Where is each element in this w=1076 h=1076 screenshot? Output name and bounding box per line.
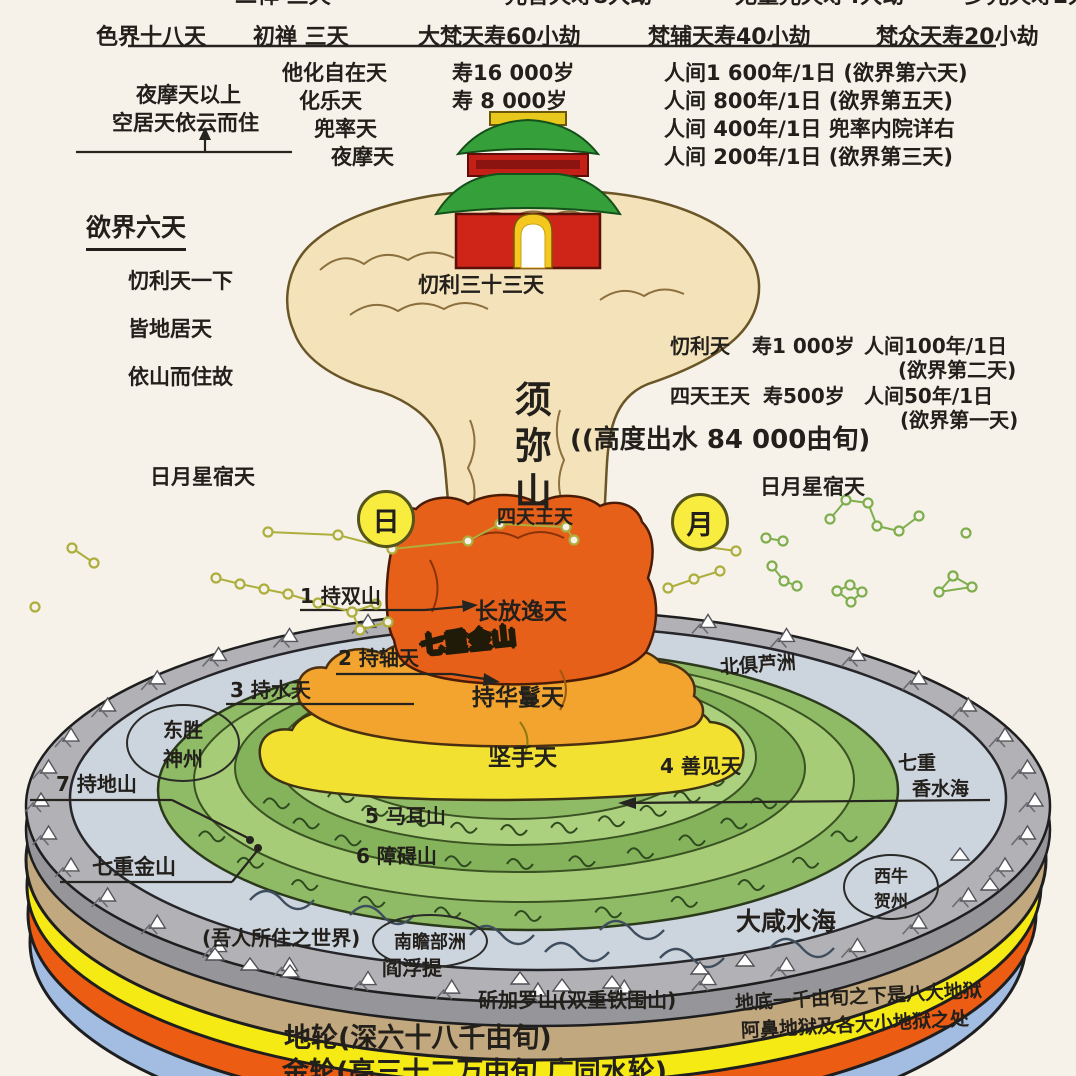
west-continent-line: 西牛 — [874, 867, 908, 887]
summit-temple — [434, 111, 622, 270]
heaven-name: 夜摩天 — [331, 145, 394, 169]
sun-glyph: 日 — [372, 506, 400, 538]
info-row-life: 寿500岁 — [763, 384, 845, 408]
partial-row-cell: 无量光天寿4大劫 — [735, 0, 904, 11]
sumeru-mountain — [286, 188, 761, 559]
west-continent-line: 贺州 — [874, 892, 908, 912]
gold-wheel-label: 金轮(高三十二万由旬 广同水轮) — [282, 1057, 668, 1076]
heaven-day-ratio: 人间 400年/1日 兜率内院详右 — [664, 117, 955, 141]
sumeru-name: 须弥山 — [508, 380, 552, 518]
desire-realm-line: 皆地居天 — [128, 317, 212, 341]
ring-mountain-1: 1 持双山 — [300, 584, 381, 608]
desire-realm-line: 忉利天一下 — [128, 269, 233, 293]
ring-mountain-4: 4 善见天 — [660, 754, 741, 778]
info-row-name: 忉利天 — [670, 334, 730, 358]
ring-mountain-5: 5 马耳山 — [365, 804, 446, 828]
ring-mountain-2: 2 持轴天 — [338, 646, 419, 670]
ring-mountain-7: 7 持地山 — [56, 772, 137, 796]
ring-mountain-6: 6 障碍山 — [356, 844, 437, 868]
form-realm-title: 色界十八天 — [96, 25, 207, 50]
fragrant-sea-label: 七重 — [898, 752, 937, 774]
leader-lines — [30, 44, 996, 884]
earth-wheel-label: 地轮(深六十八千由旬) — [284, 1023, 552, 1054]
terrace-middle-label: 持华鬘天 — [472, 685, 564, 711]
info-row-note: (欲界第二天) — [898, 358, 1017, 382]
mahabrahma-lifespan: 大梵天寿60小劫 — [418, 25, 581, 50]
first-dhyana-label: 初禅 三天 — [253, 25, 349, 50]
desire-realm-line: 依山而住故 — [128, 365, 233, 389]
heaven-name: 化乐天 — [299, 89, 362, 113]
desire-realm-title: 欲界六天 — [86, 212, 187, 252]
partial-row-cell: 二禅 三天 — [235, 0, 331, 11]
star-heaven-label-right: 日月星宿天 — [760, 475, 865, 499]
partial-row-cell: 少光天寿2大劫 — [965, 0, 1076, 11]
moon-symbol: 月 — [671, 493, 729, 551]
partial-row-cell: 光音天寿8大劫 — [505, 0, 652, 11]
star-heaven-label-left: 日月星宿天 — [150, 465, 255, 489]
iron-ring-label: 斫加罗山(双重铁围山) — [478, 988, 677, 1012]
sun-symbol: 日 — [357, 490, 415, 548]
west-continent-oval: 西牛 贺州 — [843, 854, 939, 920]
east-continent-line: 东胜 — [163, 718, 203, 742]
sky-dwelling-note: 空居天依云而住 — [112, 111, 259, 135]
ring-mountain-3: 3 持水天 — [230, 678, 311, 702]
heaven-lifespan: 寿 8 000岁 — [452, 89, 568, 113]
terrace-lower-label: 坚手天 — [488, 745, 557, 771]
heaven-day-ratio: 人间 200年/1日 (欲界第三天) — [664, 145, 953, 169]
trayastrimsa-summit-label: 忉利三十三天 — [418, 273, 544, 297]
heaven-day-ratio: 人间 800年/1日 (欲界第五天) — [664, 89, 953, 113]
south-continent-oval: 南瞻部洲 — [372, 914, 488, 968]
sumeru-height-note: ((高度出水 84 000由旬) — [570, 425, 871, 455]
terrace-texture — [429, 531, 567, 761]
brahmapurohita-lifespan: 梵辅天寿40小劫 — [648, 25, 811, 50]
info-row-note: (欲界第一天) — [900, 408, 1019, 432]
salt-sea-label: 大咸水海 — [736, 907, 837, 936]
heaven-name: 兜率天 — [314, 117, 377, 141]
east-continent-line: 神州 — [163, 747, 203, 771]
south-continent-label: 南瞻部洲 — [394, 932, 466, 953]
sky-dwelling-note: 夜摩天以上 — [136, 83, 241, 107]
four-kings-label: 四天王天 — [497, 506, 574, 528]
moon-glyph: 月 — [686, 509, 714, 541]
golden-ring-label-lower: 七重金山 — [92, 855, 176, 879]
our-world-note: (吾人所住之世界) — [202, 926, 361, 950]
heaven-lifespan: 寿16 000岁 — [452, 61, 575, 85]
terrace-top-label: 长放逸天 — [475, 599, 567, 625]
heaven-name: 他化自在天 — [282, 61, 387, 85]
info-row-ratio: 人间50年/1日 — [864, 384, 994, 408]
east-continent-oval: 东胜 神州 — [126, 704, 240, 782]
brahmakayika-lifespan: 梵众天寿20小劫 — [876, 25, 1039, 50]
heaven-day-ratio: 人间1 600年/1日 (欲界第六天) — [664, 61, 968, 85]
fragrant-sea-label: 香水海 — [912, 778, 970, 800]
info-row-life: 寿1 000岁 — [752, 334, 855, 358]
info-row-ratio: 人间100年/1日 — [864, 334, 1007, 358]
info-row-name: 四天王天 — [670, 384, 750, 408]
jambudvipa-alt-label: 阎浮提 — [382, 956, 442, 980]
